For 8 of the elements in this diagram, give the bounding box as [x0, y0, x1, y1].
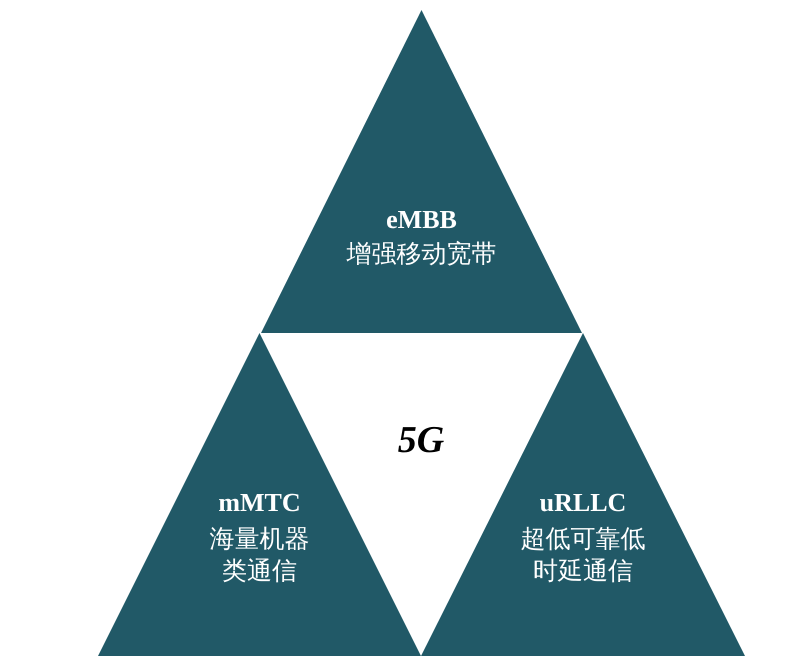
- center-label: 5G: [396, 418, 446, 462]
- title-label: mMTC: [217, 488, 302, 518]
- title-label: uRLLC: [538, 488, 628, 518]
- description-label: 增强移动宽带: [346, 239, 498, 270]
- title-label: eMBB: [385, 205, 458, 235]
- description-label: 海量机器类通信: [208, 524, 310, 587]
- triangle-shape: [261, 10, 582, 333]
- description-label: 超低可靠低时延通信: [520, 524, 646, 587]
